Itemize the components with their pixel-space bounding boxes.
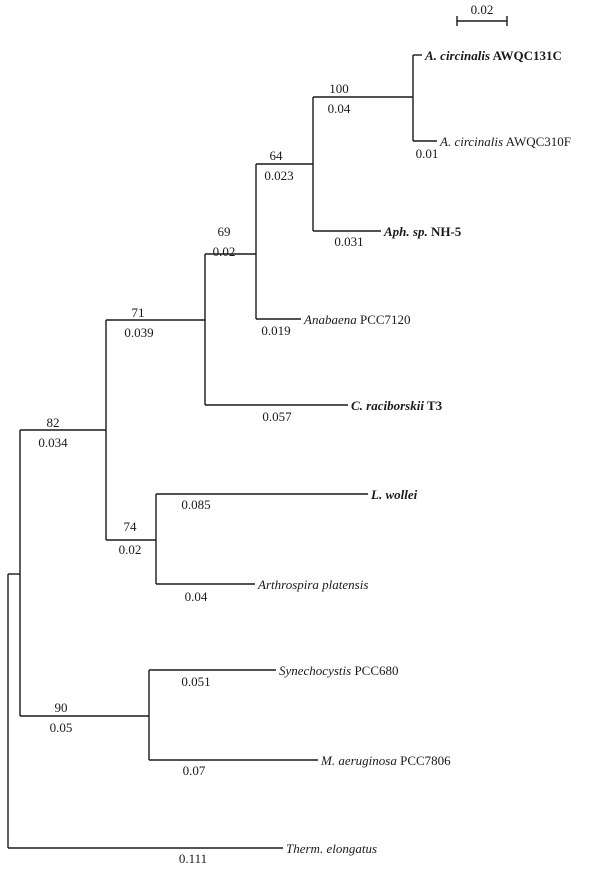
- taxon-genus: C. raciborskii: [351, 398, 424, 413]
- taxon-strain: PCC7806: [400, 753, 451, 768]
- branch-length-label: 0.111: [179, 851, 207, 866]
- taxon-label: Aph. sp. NH-5: [383, 224, 462, 239]
- taxon-label: A. circinalis AWQC131C: [424, 48, 562, 63]
- branch-length-label: 0.04: [328, 101, 351, 116]
- taxon-label: Therm. elongatus: [286, 841, 377, 856]
- taxon-genus: Anabaena: [303, 312, 357, 327]
- branch-length-label: 0.034: [38, 435, 68, 450]
- taxon-strain: PCC680: [354, 663, 398, 678]
- bootstrap-label: 69: [218, 224, 231, 239]
- taxon-genus: Synechocystis: [279, 663, 351, 678]
- branch-length-label: 0.07: [183, 763, 206, 778]
- taxon-strain: T3: [427, 398, 443, 413]
- taxon-label: M. aeruginosa PCC7806: [320, 753, 451, 768]
- taxon-genus: Arthrospira platensis: [257, 577, 368, 592]
- taxon-strain: AWQC310F: [506, 134, 571, 149]
- bootstrap-label: 82: [47, 415, 60, 430]
- branch-length-label: 0.01: [416, 146, 439, 161]
- bootstrap-label: 71: [132, 305, 145, 320]
- taxon-genus: Therm. elongatus: [286, 841, 377, 856]
- branch-length-values: 0.04 0.01 0.023 0.031 0.02 0.019 0.039 0…: [38, 101, 438, 866]
- bootstrap-label: 90: [55, 700, 68, 715]
- taxon-genus: L. wollei: [370, 487, 418, 502]
- taxon-genus: Aph. sp.: [383, 224, 428, 239]
- taxon-label: C. raciborskii T3: [351, 398, 443, 413]
- branch-length-label: 0.05: [50, 720, 73, 735]
- branch-length-label: 0.031: [334, 234, 363, 249]
- tree-branches: [7, 54, 437, 849]
- branch-length-label: 0.057: [262, 409, 292, 424]
- branch-length-label: 0.02: [213, 244, 236, 259]
- taxon-genus: A. circinalis: [439, 134, 503, 149]
- branch-length-label: 0.085: [181, 497, 210, 512]
- branch-length-label: 0.039: [124, 325, 153, 340]
- taxon-genus: A. circinalis: [424, 48, 490, 63]
- taxon-labels: A. circinalis AWQC131C A. circinalis AWQ…: [257, 48, 571, 856]
- taxon-label: Arthrospira platensis: [257, 577, 368, 592]
- taxon-label: Anabaena PCC7120: [303, 312, 411, 327]
- taxon-label: Synechocystis PCC680: [279, 663, 399, 678]
- scale-bar-label: 0.02: [471, 2, 494, 17]
- branch-length-label: 0.02: [119, 542, 142, 557]
- taxon-label: A. circinalis AWQC310F: [439, 134, 571, 149]
- taxon-genus: M. aeruginosa: [320, 753, 397, 768]
- taxon-strain: PCC7120: [360, 312, 411, 327]
- taxon-strain: NH-5: [431, 224, 462, 239]
- branch-length-label: 0.051: [181, 674, 210, 689]
- scale-bar: 0.02: [456, 2, 508, 26]
- bootstrap-label: 100: [329, 81, 349, 96]
- bootstrap-label: 64: [270, 148, 284, 163]
- taxon-label: L. wollei: [370, 487, 418, 502]
- bootstrap-label: 74: [124, 519, 138, 534]
- taxon-strain: AWQC131C: [493, 48, 562, 63]
- bootstrap-values: 100 64 69 71 82 74 90: [47, 81, 349, 715]
- branch-length-label: 0.019: [261, 323, 290, 338]
- branch-length-label: 0.04: [185, 589, 208, 604]
- branch-length-label: 0.023: [264, 168, 293, 183]
